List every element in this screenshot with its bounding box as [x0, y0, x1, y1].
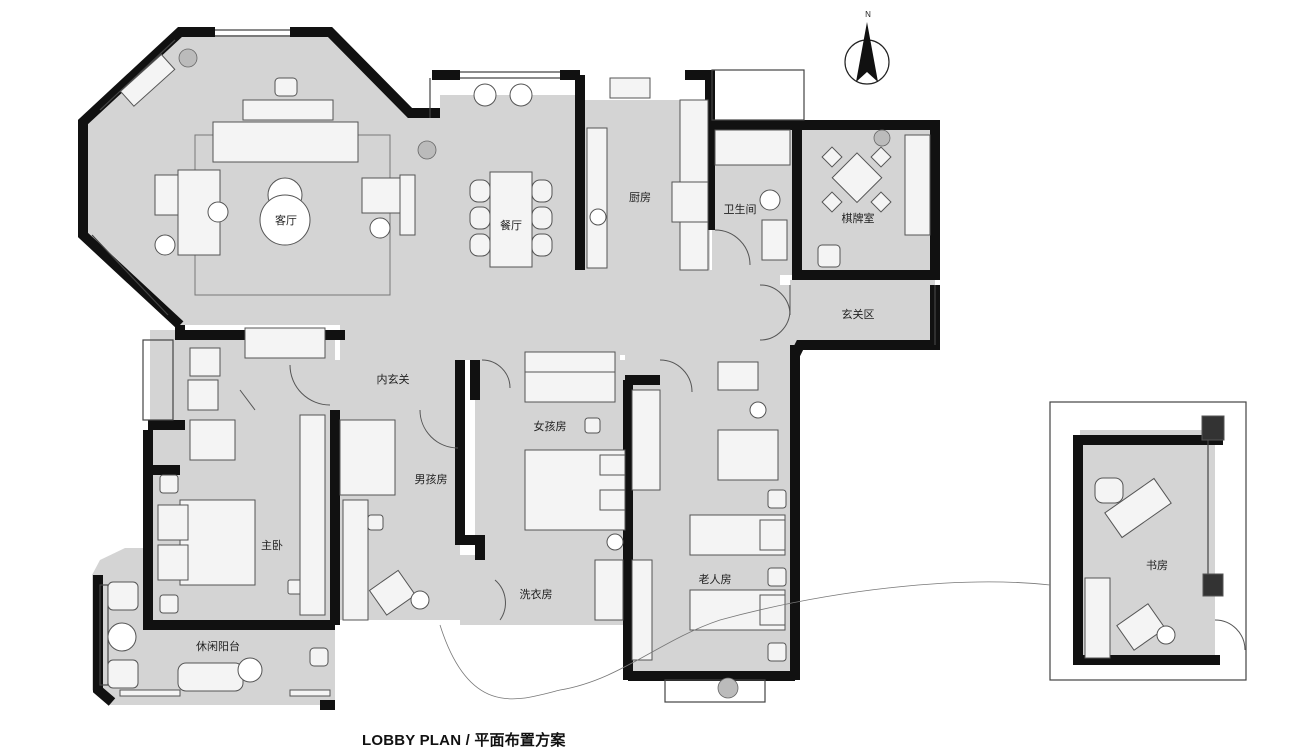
door-swings — [239, 229, 1246, 651]
label-kitchen: 厨房 — [629, 191, 651, 204]
label-bathroom: 卫生间 — [724, 202, 757, 216]
label-laundry: 洗衣房 — [520, 587, 553, 601]
label-master-bedroom: 主卧 — [261, 539, 283, 552]
plan-caption: LOBBY PLAN / 平面布置方案 — [362, 732, 566, 749]
label-elder-room: 老人房 — [699, 573, 732, 586]
label-leisure-balcony: 休闲阳台 — [196, 639, 240, 653]
label-living-room: 客厅 — [275, 213, 297, 227]
connector-curve — [439, 581, 1051, 700]
room-labels: 客厅 餐厅 厨房 卫生间 棋牌室 玄关区 内玄关 女孩房 男孩房 主卧 老人房 … — [196, 191, 1168, 653]
label-study: 书房 — [1146, 559, 1168, 572]
plant-icons — [178, 48, 891, 699]
window-lines — [91, 29, 1247, 703]
north-arrow-icon: N — [844, 10, 890, 85]
label-inner-entrance: 内玄关 — [377, 372, 410, 386]
label-dining-room: 餐厅 — [500, 218, 522, 232]
label-girls-room: 女孩房 — [534, 419, 567, 433]
label-mahjong-room: 棋牌室 — [842, 211, 875, 225]
north-mark: N — [865, 10, 871, 19]
label-entrance: 玄关区 — [842, 307, 875, 321]
label-boys-room: 男孩房 — [415, 473, 448, 486]
furniture — [107, 53, 1225, 697]
